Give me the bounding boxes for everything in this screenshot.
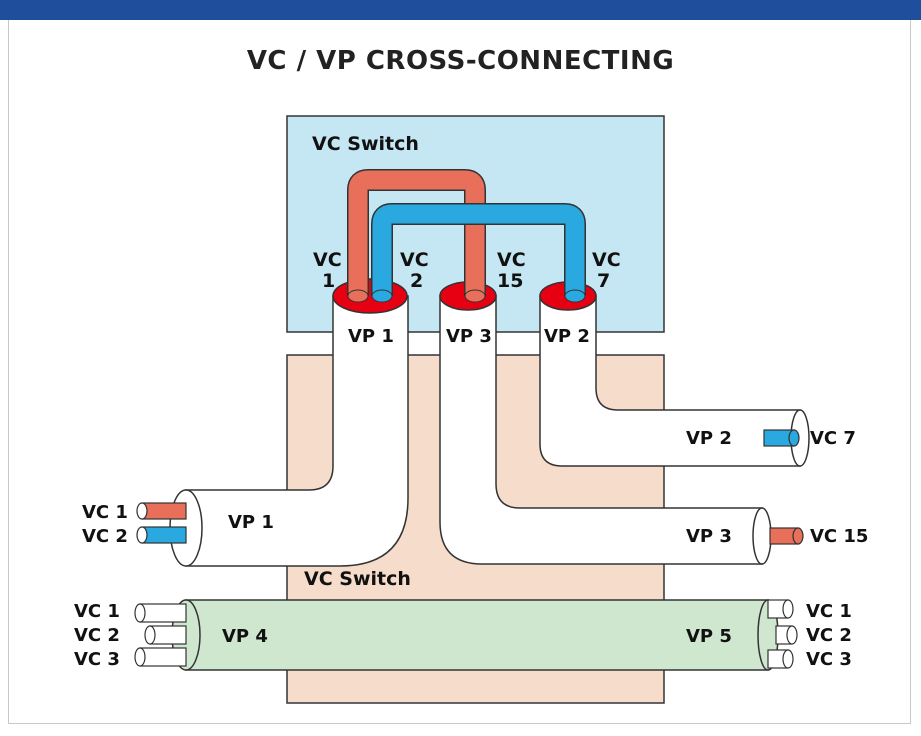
header-bar — [0, 0, 921, 20]
vp1-top-label: VP 1 — [348, 326, 394, 347]
lower-switch-label: VC Switch — [304, 568, 411, 590]
vp4-vc3-cable — [139, 647, 187, 667]
vp5-vc1-label: VC 1 — [806, 601, 852, 622]
right-vc15-label: VC 15 — [810, 526, 868, 547]
vc2-vc7-cross-connect-fill — [372, 204, 585, 296]
vc2-top-end — [371, 289, 393, 303]
vp4-vc1-cable — [139, 603, 187, 623]
vc1-top-label-a: VC — [313, 249, 342, 271]
vp5-label: VP 5 — [686, 626, 732, 647]
left-vc1-label: VC 1 — [82, 502, 128, 523]
vp4-label: VP 4 — [222, 626, 268, 647]
vp4-vp5-pipe — [185, 599, 769, 671]
vc2-top-label-a: VC — [400, 249, 429, 271]
vc1-vc15-cross-connect-fill — [348, 170, 485, 296]
upper-switch-label: VC Switch — [312, 133, 419, 155]
right-vc7-label: VC 7 — [810, 428, 856, 449]
vc7-top-end — [564, 289, 586, 303]
vp1-pipe-bend — [185, 295, 409, 567]
vc15-top-label-b: 15 — [497, 270, 523, 292]
vc15-top-end — [464, 289, 486, 303]
vp5-vc2-cable-end — [786, 625, 798, 645]
vp4-vc3-cable-end — [134, 647, 146, 667]
left-vc2-label: VC 2 — [82, 526, 128, 547]
vp4-vc1-cable-end — [134, 603, 146, 623]
vp5-vc3-label: VC 3 — [806, 649, 852, 670]
vc7-right-cable-end — [788, 429, 800, 447]
vp2-pipe-bend — [539, 295, 801, 467]
vp3-right-label: VP 3 — [686, 526, 732, 547]
vc15-right-cable-end — [792, 527, 804, 545]
vp2-top-label: VP 2 — [544, 326, 590, 347]
vp5-vc1-cable-end — [782, 599, 794, 619]
vc7-top-label-a: VC — [592, 249, 621, 271]
vp3-top-label: VP 3 — [446, 326, 492, 347]
vp1-top-cap — [332, 278, 408, 314]
diagram-title: VC / VP CROSS-CONNECTING — [246, 46, 675, 76]
vp4-vc2-label: VC 2 — [74, 625, 120, 646]
vc1-left-cable-end — [136, 502, 148, 520]
vc7-top-label-b: 7 — [597, 270, 610, 292]
vc1-top-label-b: 1 — [322, 270, 335, 292]
vc2-top-label-b: 2 — [410, 270, 423, 292]
vp3-pipe-end — [752, 507, 772, 565]
vp4-vc3-label: VC 3 — [74, 649, 120, 670]
vp4-vc1-label: VC 1 — [74, 601, 120, 622]
vc2-left-cable — [141, 526, 187, 544]
vc1-left-cable — [141, 502, 187, 520]
vc2-left-cable-end — [136, 526, 148, 544]
frame-border — [8, 20, 911, 724]
vp1-left-label: VP 1 — [228, 512, 274, 533]
vp5-vc3-cable-end — [782, 649, 794, 669]
vp2-right-label: VP 2 — [686, 428, 732, 449]
vp5-vc2-label: VC 2 — [806, 625, 852, 646]
vc15-top-label-a: VC — [497, 249, 526, 271]
vc1-top-end — [347, 289, 369, 303]
vp4-vc2-cable-end — [144, 625, 156, 645]
